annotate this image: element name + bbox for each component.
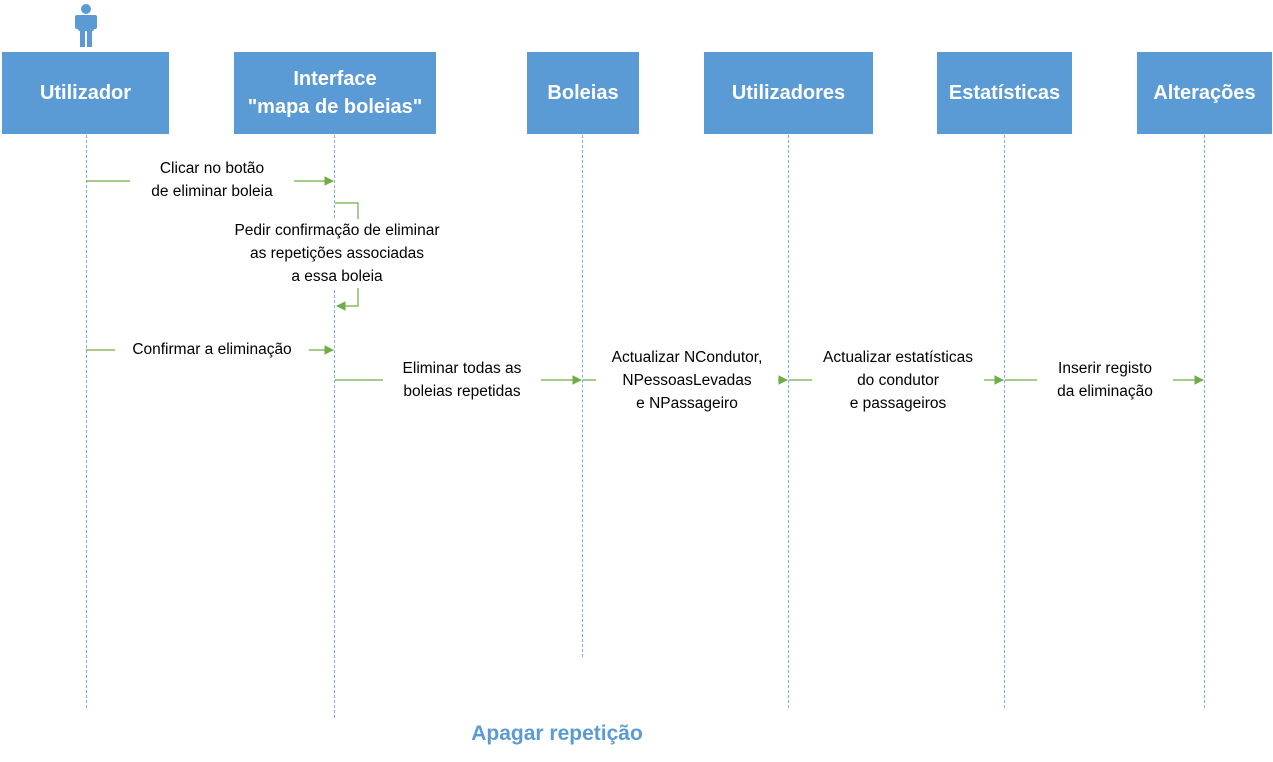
diagram-title: Apagar repetição	[471, 722, 643, 745]
message-label-7: Inserir registo da eliminação	[1037, 357, 1173, 403]
lifeline-boleias-box: Boleias	[527, 52, 639, 134]
lifeline-utilizador-box: Utilizador	[2, 52, 169, 134]
message-label-2: Pedir confirmação de eliminar as repetiç…	[205, 219, 469, 288]
person-icon	[75, 4, 97, 47]
message-label-3: Confirmar a eliminação	[115, 338, 309, 361]
lifeline-utilizadores-box: Utilizadores	[704, 52, 873, 134]
lifeline-interface	[334, 135, 335, 718]
message-label-1: Clicar no botão de eliminar boleia	[130, 157, 294, 203]
message-label-5: Actualizar NCondutor, NPessoasLevadas e …	[596, 346, 778, 415]
lifeline-estatisticas	[1004, 135, 1005, 708]
lifeline-utilizadores	[788, 135, 789, 708]
lifeline-alteracoes-box: Alterações	[1137, 52, 1272, 134]
message-label-6: Actualizar estatísticas do condutor e pa…	[812, 346, 984, 415]
lifeline-interface-box: Interface "mapa de boleias"	[234, 52, 436, 134]
lifeline-estatisticas-box: Estatísticas	[937, 52, 1072, 134]
lifeline-alteracoes	[1204, 135, 1205, 708]
lifeline-boleias	[582, 135, 583, 657]
message-label-4: Eliminar todas as boleias repetidas	[383, 357, 541, 403]
lifeline-utilizador	[86, 135, 87, 708]
